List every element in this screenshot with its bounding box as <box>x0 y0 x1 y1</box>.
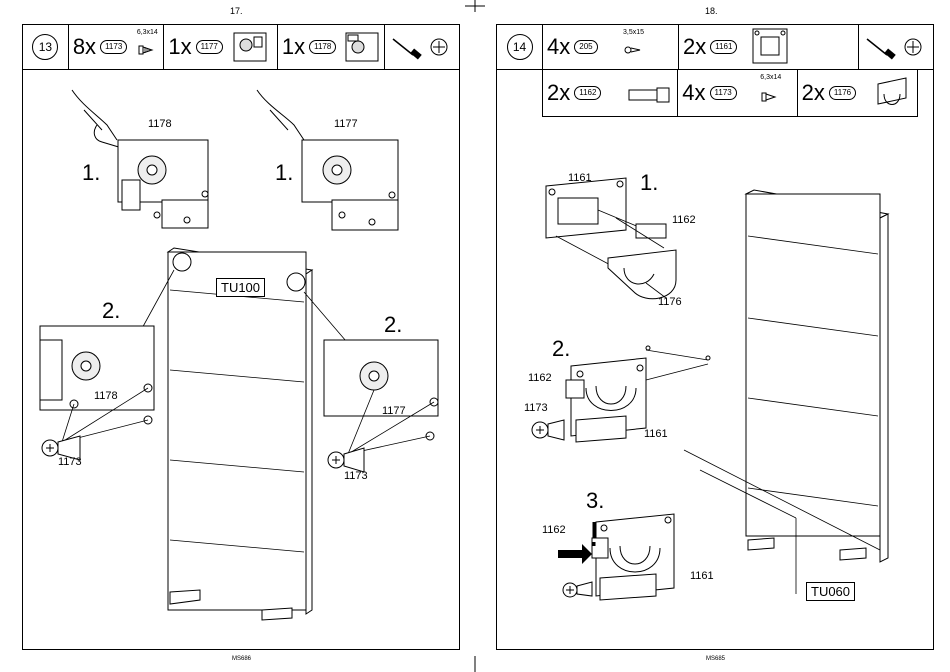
tool-cell <box>859 25 933 69</box>
substep-1-label: 1. <box>82 160 100 186</box>
part-qty: 1x <box>282 34 305 60</box>
part-id: 1173 <box>100 40 127 54</box>
panel-label-tu060: TU060 <box>806 582 855 601</box>
substep-1-label: 1. <box>275 160 293 186</box>
part-qty: 4x <box>547 34 570 60</box>
arrow-left-icon <box>558 544 592 564</box>
part-cell-1176: 2x 1176 <box>798 70 917 116</box>
step-cell: 14 <box>497 25 543 69</box>
step-number: 13 <box>32 34 58 60</box>
part-id: 1161 <box>710 40 737 54</box>
part-label-1173: 1173 <box>58 456 82 468</box>
right-parts-header-row1: 14 4x 205 3,5x15 2x 1161 <box>496 24 934 70</box>
part-cell-1177: 1x 1177 <box>164 25 277 69</box>
left-assembly-illustration <box>22 70 460 650</box>
part-qty: 2x <box>683 34 706 60</box>
bracket-plate-icon <box>747 27 793 67</box>
screw-icon <box>139 45 153 55</box>
part-label-1177: 1177 <box>334 118 358 130</box>
right-parts-header-row2: 2x 1162 4x 1173 6,3x14 2x 1176 <box>542 69 918 117</box>
part-cell-1173: 4x 1173 6,3x14 <box>678 70 797 116</box>
part-cell-1178: 1x 1178 <box>278 25 386 69</box>
part-label-1161: 1161 <box>644 428 668 440</box>
left-footer-code: MS686 <box>232 656 251 662</box>
part-qty: 4x <box>682 80 705 106</box>
right-footer-code: MS685 <box>706 656 725 662</box>
substep-2-label: 2. <box>102 298 120 324</box>
screw-icon <box>625 45 641 55</box>
step-cell: 13 <box>23 25 69 69</box>
screw-1173-right <box>328 448 364 472</box>
left-page-number: 17. <box>230 6 243 16</box>
screwdriver-icon <box>865 33 925 63</box>
part-cell-1162: 2x 1162 <box>543 70 678 116</box>
part-id: 205 <box>574 40 597 54</box>
part-cell-1173: 8x 1173 6,3x14 <box>69 25 165 69</box>
part-id: 1176 <box>829 86 856 100</box>
part-label-1173: 1173 <box>524 402 548 414</box>
right-page-number: 18. <box>705 6 718 16</box>
part-qty: 2x <box>547 80 570 106</box>
part-label-1161: 1161 <box>690 570 714 582</box>
clip-icon <box>627 86 673 106</box>
screw-icon <box>762 92 776 102</box>
part-label-1161: 1161 <box>568 172 592 184</box>
panel-label-tu100: TU100 <box>216 278 265 297</box>
roller-bracket-icon <box>342 29 382 65</box>
substep-3-label: 3. <box>586 488 604 514</box>
part-id: 1162 <box>574 86 601 100</box>
part-cell-205: 4x 205 3,5x15 <box>543 25 679 69</box>
step-number: 14 <box>507 34 533 60</box>
part-label-1177: 1177 <box>382 405 406 417</box>
part-label-1162: 1162 <box>672 214 696 226</box>
part-id: 1173 <box>710 86 737 100</box>
guide-icon <box>872 74 912 114</box>
part-id: 1178 <box>309 40 336 54</box>
part-size: 3,5x15 <box>623 29 644 36</box>
part-qty: 2x <box>802 80 825 106</box>
substep-2-label: 2. <box>384 312 402 338</box>
part-label-1178: 1178 <box>148 118 172 130</box>
left-parts-header: 13 8x 1173 6,3x14 1x 1177 1x 1178 <box>22 24 460 70</box>
part-label-1162: 1162 <box>528 372 552 384</box>
center-crop-marks <box>465 0 485 672</box>
part-size: 6,3x14 <box>137 29 158 36</box>
substep-1-label: 1. <box>640 170 658 196</box>
part-label-1178: 1178 <box>94 390 118 402</box>
part-label-1162: 1162 <box>542 524 566 536</box>
screwdriver-icon <box>391 33 451 63</box>
part-qty: 8x <box>73 34 96 60</box>
part-cell-1161: 2x 1161 <box>679 25 859 69</box>
roller-bracket-icon <box>230 29 270 65</box>
substep-2-label: 2. <box>552 336 570 362</box>
part-size: 6,3x14 <box>760 74 781 81</box>
screw-205 <box>563 582 592 597</box>
part-id: 1177 <box>196 40 223 54</box>
tool-cell <box>385 25 459 69</box>
part-label-1176: 1176 <box>658 296 682 308</box>
part-qty: 1x <box>168 34 191 60</box>
screw-1173 <box>532 420 564 440</box>
right-assembly-illustration <box>496 118 934 648</box>
part-label-1173: 1173 <box>344 470 368 482</box>
